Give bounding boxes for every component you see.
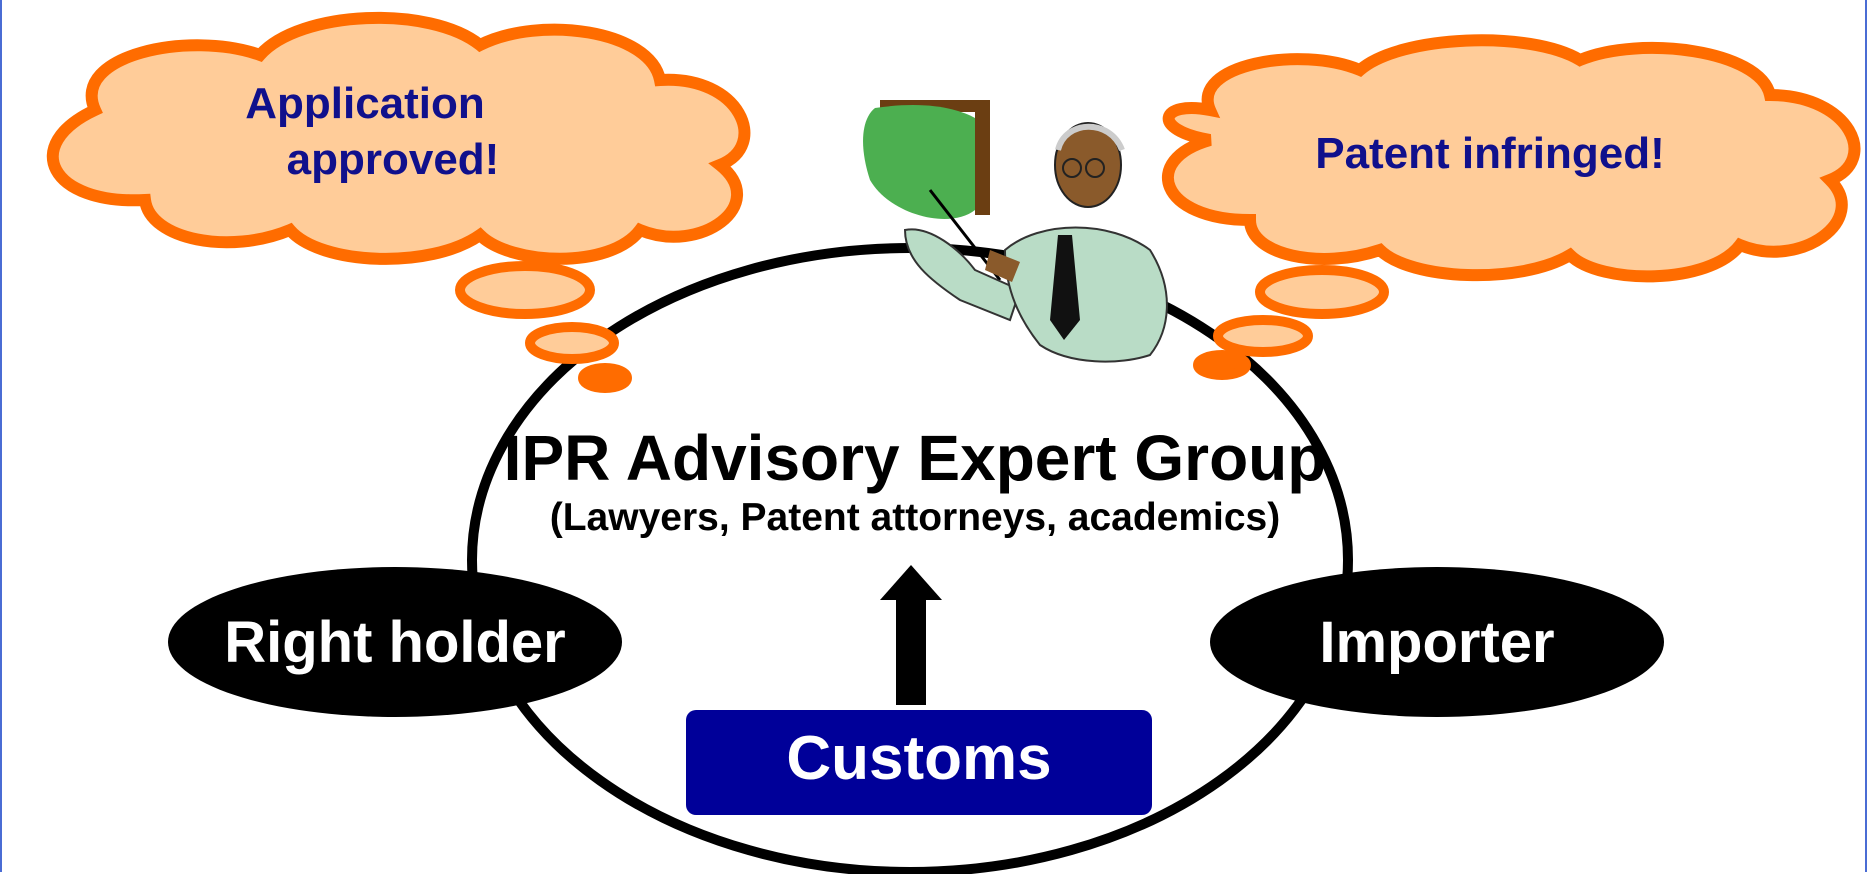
- customs-label: Customs: [786, 724, 1052, 793]
- center-title: IPR Advisory Expert Group: [503, 422, 1327, 494]
- center-subtitle: (Lawyers, Patent attorneys, academics): [549, 496, 1281, 539]
- thought-bubbles-right: [1193, 265, 1389, 380]
- importer-oval: [1210, 567, 1664, 717]
- thought-left-line1: Application: [245, 79, 485, 128]
- thought-cloud-left: [46, 11, 751, 265]
- up-arrow: [880, 565, 942, 705]
- thought-left-line2: approved!: [286, 135, 500, 184]
- customs-box: [686, 710, 1152, 815]
- thought-text-right: Patent infringed!: [1315, 129, 1665, 178]
- right-holder-oval: [168, 567, 622, 717]
- presenter-with-board-icon: [863, 100, 1168, 363]
- thought-text-left: Application approved!: [180, 76, 550, 188]
- thought-cloud-right: [1162, 34, 1861, 283]
- thought-bubbles-left: [455, 261, 632, 393]
- right-holder-label: Right holder: [224, 610, 566, 675]
- importer-label: Importer: [1319, 610, 1555, 675]
